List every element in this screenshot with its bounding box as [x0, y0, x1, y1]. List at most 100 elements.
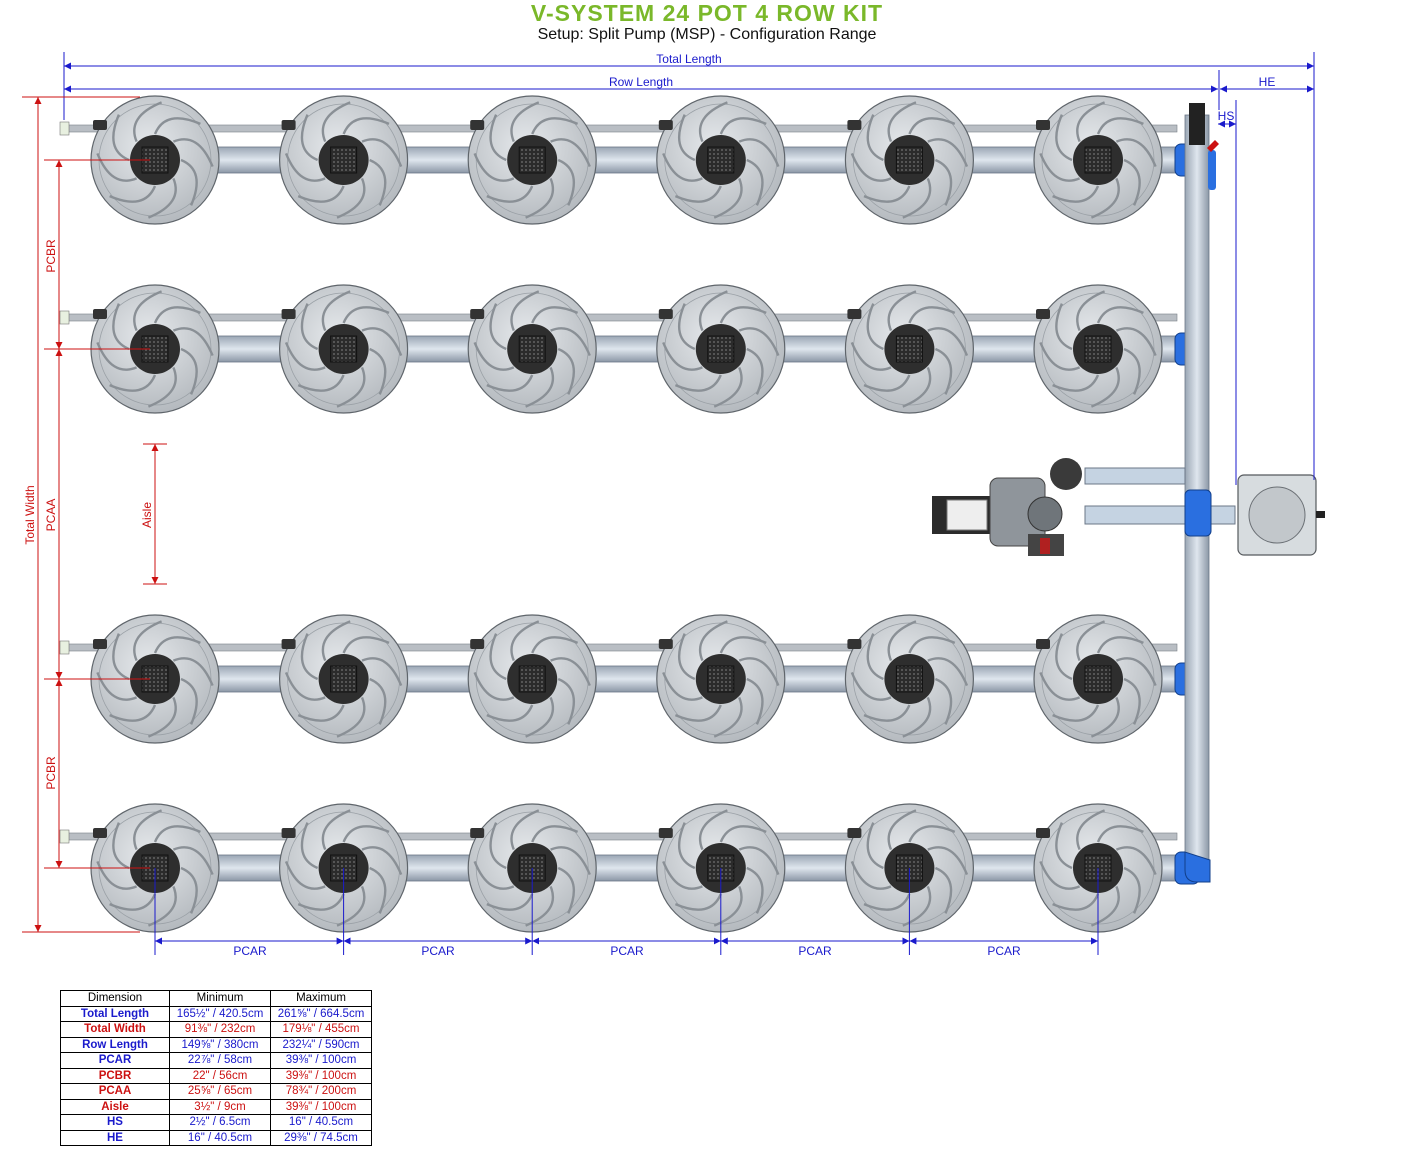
feed-line — [61, 643, 1178, 652]
label-pcar-4: PCAR — [798, 944, 832, 958]
drip-fitting — [1036, 639, 1050, 649]
drain-valve — [1207, 140, 1219, 152]
pot — [467, 284, 597, 414]
drip-fitting — [93, 639, 107, 649]
dimension-name-cell: Aisle — [60, 1098, 170, 1115]
label-he: HE — [1259, 75, 1276, 89]
pot — [844, 284, 975, 414]
dimension-name-cell: HE — [60, 1129, 170, 1146]
label-hs: HS — [1218, 109, 1235, 123]
minimum-cell: 149⅝" / 380cm — [169, 1036, 271, 1053]
drip-fitting — [93, 309, 107, 319]
label-pcbr-bottom: PCBR — [44, 756, 58, 790]
maximum-cell: 29⅜" / 74.5cm — [270, 1129, 372, 1146]
drip-fitting — [1036, 828, 1050, 838]
pot-grid — [90, 95, 1163, 933]
pot — [844, 95, 975, 225]
label-aisle: Aisle — [140, 502, 154, 528]
drip-fitting — [470, 639, 485, 649]
label-pcar-3: PCAR — [610, 944, 644, 958]
maximum-cell: 179⅛" / 455cm — [270, 1021, 372, 1038]
pot — [656, 284, 786, 414]
drip-fitting — [1036, 309, 1050, 319]
line-end-cap — [59, 121, 70, 136]
dimension-name-cell: HS — [60, 1114, 170, 1131]
pot — [467, 95, 597, 225]
pot — [90, 284, 220, 414]
pump-junction — [1184, 489, 1212, 537]
maximum-cell: 16" / 40.5cm — [270, 1114, 372, 1131]
drip-fitting — [847, 309, 862, 319]
feed-line — [61, 124, 1178, 133]
drip-fitting — [470, 828, 485, 838]
drip-fitting — [658, 828, 673, 838]
reservoir-outlet — [1316, 511, 1325, 518]
bottom-elbow — [1184, 851, 1211, 883]
table-header-dimension: Dimension — [60, 990, 170, 1007]
pump-red-valve — [1040, 538, 1050, 554]
page-subtitle: Setup: Split Pump (MSP) - Configuration … — [537, 26, 877, 43]
drip-fitting — [658, 120, 673, 130]
minimum-cell: 3½" / 9cm — [169, 1098, 271, 1115]
drip-fitting — [470, 120, 485, 130]
drip-fitting — [281, 828, 296, 838]
maximum-cell: 232¼" / 590cm — [270, 1036, 372, 1053]
maximum-cell: 39⅜" / 100cm — [270, 1098, 372, 1115]
drip-fitting — [93, 120, 107, 130]
drip-fitting — [93, 828, 107, 838]
drip-fitting — [847, 120, 862, 130]
pot — [279, 284, 409, 414]
minimum-cell: 22" / 56cm — [169, 1067, 271, 1084]
header-top-cap — [1189, 103, 1205, 145]
drip-fitting — [847, 639, 862, 649]
dimension-name-cell: PCAA — [60, 1083, 170, 1100]
minimum-cell: 165½" / 420.5cm — [169, 1005, 271, 1022]
drip-fitting — [281, 639, 296, 649]
dimension-name-cell: PCBR — [60, 1067, 170, 1084]
pot — [279, 95, 409, 225]
feed-line — [61, 832, 1178, 841]
main-header-pipe — [1184, 114, 1210, 861]
drip-fitting — [470, 309, 485, 319]
pot — [90, 614, 220, 744]
dimension-name-cell: PCAR — [60, 1052, 170, 1069]
drip-fitting — [281, 309, 296, 319]
drip-fitting — [658, 309, 673, 319]
dimension-name-cell: Total Length — [60, 1005, 170, 1022]
label-total-length: Total Length — [656, 52, 721, 66]
minimum-cell: 91⅜" / 232cm — [169, 1021, 271, 1038]
label-total-width: Total Width — [23, 485, 37, 544]
minimum-cell: 16" / 40.5cm — [169, 1129, 271, 1146]
return-elbow — [1208, 150, 1216, 190]
label-pcaa: PCAA — [44, 499, 58, 532]
drip-fitting — [658, 639, 673, 649]
pump-valve-upper — [1050, 458, 1082, 490]
label-row-length: Row Length — [609, 75, 673, 89]
maximum-cell: 78¾" / 200cm — [270, 1083, 372, 1100]
minimum-cell: 25⅝" / 65cm — [169, 1083, 271, 1100]
drip-fitting — [1036, 120, 1050, 130]
dimension-labels: Total Length Row Length HE HS Total Widt… — [23, 52, 1275, 958]
pump-equipment — [932, 458, 1325, 556]
line-end-cap — [59, 640, 70, 655]
table-header-maximum: Maximum — [270, 990, 372, 1007]
dimension-name-cell: Total Width — [60, 1021, 170, 1038]
pot — [656, 95, 786, 225]
pot — [844, 614, 975, 744]
maximum-cell: 39⅜" / 100cm — [270, 1067, 372, 1084]
line-end-cap — [59, 829, 70, 844]
label-pcar-1: PCAR — [233, 944, 267, 958]
supply-pipe-lower — [1084, 505, 1236, 525]
label-pcbr-top: PCBR — [44, 239, 58, 273]
feed-line — [61, 313, 1178, 322]
dimension-name-cell: Row Length — [60, 1036, 170, 1053]
label-pcar-5: PCAR — [987, 944, 1021, 958]
